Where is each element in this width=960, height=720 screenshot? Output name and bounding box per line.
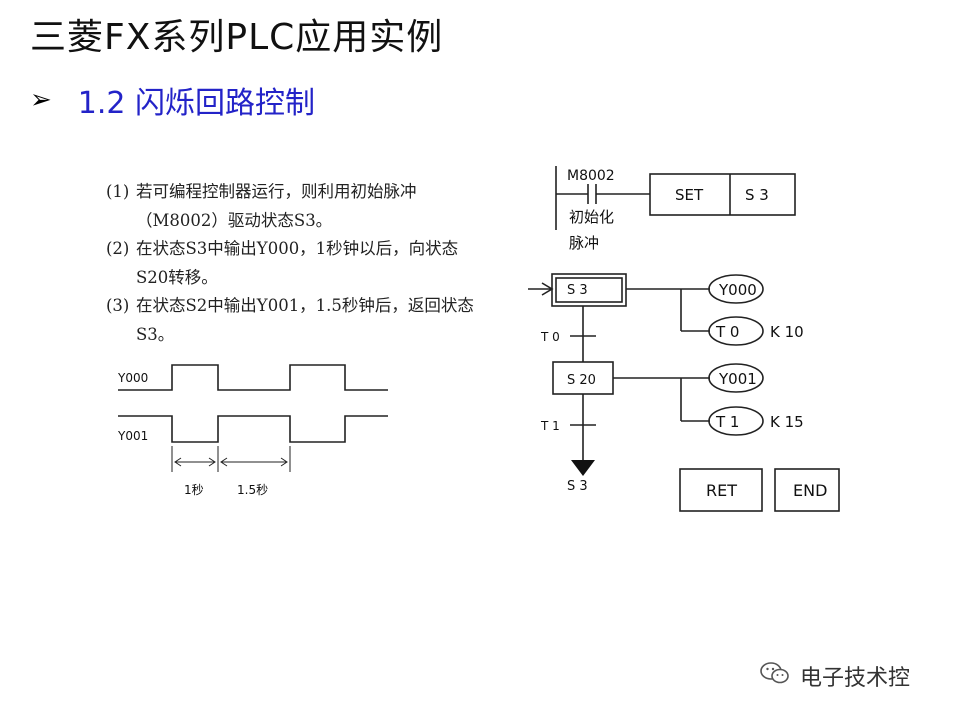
watermark-text: 电子技术控 xyxy=(800,666,911,691)
end-instruction-box xyxy=(774,468,840,512)
coil-y000-label: Y000 xyxy=(718,281,757,299)
contact-note-line1: 初始化 xyxy=(569,208,614,226)
step-list: (1) 若可编程控制器运行，则利用初始脉冲（M8002）驱动状态S3。 (2) … xyxy=(106,178,476,349)
end-label: END xyxy=(793,481,827,500)
coil-y001 xyxy=(708,363,764,393)
y000-waveform xyxy=(118,364,388,391)
ret-label: RET xyxy=(706,481,737,500)
timer-t1-label: T 1 xyxy=(715,413,739,431)
coil-t1 xyxy=(708,406,764,436)
step-text: 在状态S2中输出Y001，1.5秒钟后，返回状态S3。 xyxy=(136,296,474,344)
step-text: 在状态S3中输出Y000，1秒钟以后，向状态S20转移。 xyxy=(136,239,459,287)
set-operand: S 3 xyxy=(745,186,769,204)
list-item: (2) 在状态S3中输出Y000，1秒钟以后，向状态S20转移。 xyxy=(106,235,476,292)
step-text: 若可编程控制器运行，则利用初始脉冲（M8002）驱动状态S3。 xyxy=(136,182,417,230)
page-title: 三菱FX系列PLC应用实例 xyxy=(30,17,444,58)
interval-label-2: 1.5秒 xyxy=(237,483,268,497)
y001-waveform xyxy=(118,415,388,443)
contact-note-line2: 脉冲 xyxy=(569,234,599,252)
arrow-bullet-icon: ➢ xyxy=(30,85,52,115)
ret-instruction-box xyxy=(679,468,763,512)
timer-t1-preset: K 15 xyxy=(770,413,804,431)
state-s3-outer xyxy=(551,273,627,307)
transition-t1-label: T 1 xyxy=(540,419,560,433)
step-number: (2) xyxy=(106,239,130,258)
watermark: 电子技术控 xyxy=(760,660,910,692)
interval-label-1: 1秒 xyxy=(184,483,204,497)
list-item: (3) 在状态S2中输出Y001，1.5秒钟后，返回状态S3。 xyxy=(106,292,476,349)
set-label: SET xyxy=(675,186,704,204)
state-s3-label: S 3 xyxy=(567,283,588,298)
sfc-diagram xyxy=(528,273,840,512)
contact-label: M8002 xyxy=(567,168,615,184)
coil-t0 xyxy=(708,316,764,346)
signal-label-y000: Y000 xyxy=(117,371,148,385)
step-number: (3) xyxy=(106,296,130,315)
section-heading-text: 1.2 闪烁回路控制 xyxy=(77,86,316,121)
wechat-icon xyxy=(760,660,790,692)
coil-y000 xyxy=(708,274,764,304)
state-s20-label: S 20 xyxy=(567,373,596,388)
step-number: (1) xyxy=(106,182,130,201)
set-instruction-box xyxy=(649,173,796,216)
signal-label-y001: Y001 xyxy=(117,429,148,443)
timing-diagram xyxy=(118,364,388,472)
timer-t0-label: T 0 xyxy=(715,323,739,341)
state-s3-inner xyxy=(555,277,623,303)
ladder-initial-rung xyxy=(555,166,796,230)
list-item: (1) 若可编程控制器运行，则利用初始脉冲（M8002）驱动状态S3。 xyxy=(106,178,476,235)
jump-arrow-icon xyxy=(571,460,595,476)
jump-target-label: S 3 xyxy=(567,479,588,494)
section-heading: ➢ 1.2 闪烁回路控制 xyxy=(30,78,315,122)
coil-y001-label: Y001 xyxy=(718,370,757,388)
transition-t0-label: T 0 xyxy=(540,330,560,344)
timer-t0-preset: K 10 xyxy=(770,323,804,341)
